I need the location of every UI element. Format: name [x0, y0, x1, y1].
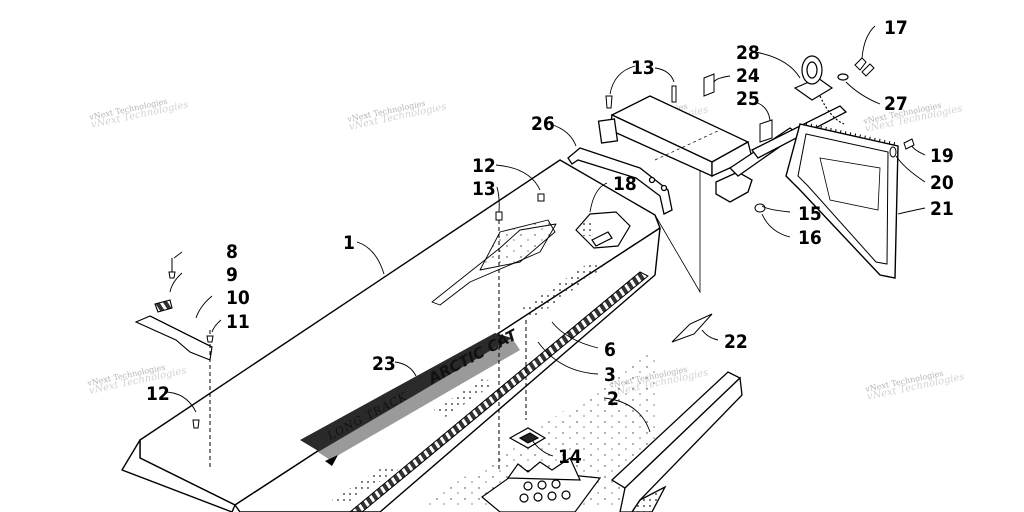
- callout-28: 28: [736, 42, 760, 64]
- plate-24: [703, 73, 715, 97]
- rivet-13c: [495, 211, 503, 221]
- callouts: 1 2 3 6 8 9 10 11 12 12 13 13 14 15 16 1…: [146, 17, 954, 468]
- hole: [551, 479, 561, 489]
- callout-11: 11: [226, 311, 250, 333]
- hitch-block: [715, 171, 753, 203]
- rivet-icon: [192, 419, 200, 429]
- bumper-bolt: [648, 176, 656, 184]
- callout-18: 18: [613, 173, 637, 195]
- hitch-pin-ring-inner: [806, 61, 818, 79]
- rivet-13: [605, 95, 613, 109]
- vent-panel-side: [520, 262, 605, 318]
- callout-27: 27: [884, 93, 908, 115]
- hole: [519, 493, 529, 503]
- callout-16: 16: [798, 227, 822, 249]
- decal-plates: [671, 73, 773, 343]
- plate-25: [759, 119, 773, 143]
- bumper-arm: [567, 147, 673, 215]
- rivet-icon: [168, 271, 176, 279]
- rivet-13b: [671, 85, 677, 103]
- washer: [837, 73, 849, 81]
- callout-13-center: 13: [472, 178, 496, 200]
- rivet-12: [537, 193, 545, 202]
- callout-2: 2: [607, 388, 619, 410]
- callout-12-top: 12: [472, 155, 496, 177]
- callout-26: 26: [531, 113, 555, 135]
- callout-24: 24: [736, 65, 760, 87]
- bolt-17: [854, 57, 867, 71]
- callout-20: 20: [930, 172, 954, 194]
- small-plate-slot: [518, 432, 540, 444]
- stripe-decal-band-light: [318, 338, 520, 460]
- rivet-strip: [154, 299, 173, 313]
- callout-17: 17: [884, 17, 908, 39]
- callout-1: 1: [343, 232, 355, 254]
- projection-line: [654, 170, 701, 294]
- vent-panels: [332, 262, 605, 506]
- screw-19: [903, 138, 915, 150]
- bracket-18: [575, 211, 631, 249]
- leader-lines: [163, 25, 926, 457]
- callout-10: 10: [226, 287, 250, 309]
- callout-3: 3: [604, 364, 616, 386]
- reflector-22: [671, 313, 713, 343]
- hole: [533, 492, 543, 502]
- bumper-bolt: [660, 184, 668, 192]
- callout-21: 21: [930, 198, 954, 220]
- footrest-holes: [519, 479, 571, 503]
- snow-flap-inner: [797, 133, 889, 265]
- callout-12-left: 12: [146, 383, 170, 405]
- hole: [523, 481, 533, 491]
- callout-13-top: 13: [631, 57, 655, 79]
- vent-panel-lower: [332, 464, 398, 506]
- callout-19: 19: [930, 145, 954, 167]
- snow-flap: [785, 122, 899, 279]
- callout-15: 15: [798, 203, 822, 225]
- rivet-icon: [206, 335, 214, 343]
- hole: [561, 490, 571, 500]
- vent-panel-upper: [434, 378, 494, 418]
- tunnel-front-edge: [121, 439, 236, 512]
- callout-14: 14: [558, 446, 582, 468]
- washer-20: [889, 146, 897, 158]
- hole: [547, 491, 557, 501]
- snow-flap-rivets: [805, 122, 897, 146]
- callout-6: 6: [604, 339, 616, 361]
- left-bracket-body: [134, 315, 213, 361]
- hole: [537, 480, 547, 490]
- hitch-mount: [597, 118, 619, 144]
- fasteners-left: [168, 258, 214, 468]
- bolt-17b: [861, 63, 875, 77]
- bracket-18-hatch: [582, 220, 592, 236]
- decal-arrow-icon: [325, 455, 338, 466]
- footrest-plate-bracket: [506, 457, 581, 481]
- snow-flap-panel: [819, 157, 881, 211]
- nut-16: [754, 203, 766, 213]
- callout-9: 9: [226, 264, 238, 286]
- callout-22: 22: [724, 331, 748, 353]
- small-hardware: [495, 57, 915, 470]
- bracket-18-bolt: [591, 231, 613, 247]
- footrest-plate: [481, 427, 602, 512]
- rear-bumper: [567, 147, 673, 215]
- lanyard: [819, 95, 845, 125]
- callout-8: 8: [226, 241, 238, 263]
- callout-25: 25: [736, 88, 760, 110]
- left-bracket-edge: [149, 315, 213, 348]
- side-rail-end: [631, 485, 667, 512]
- callout-23: 23: [372, 353, 396, 375]
- stripe-decal-band: [300, 333, 512, 452]
- hitch-pin: [793, 55, 849, 125]
